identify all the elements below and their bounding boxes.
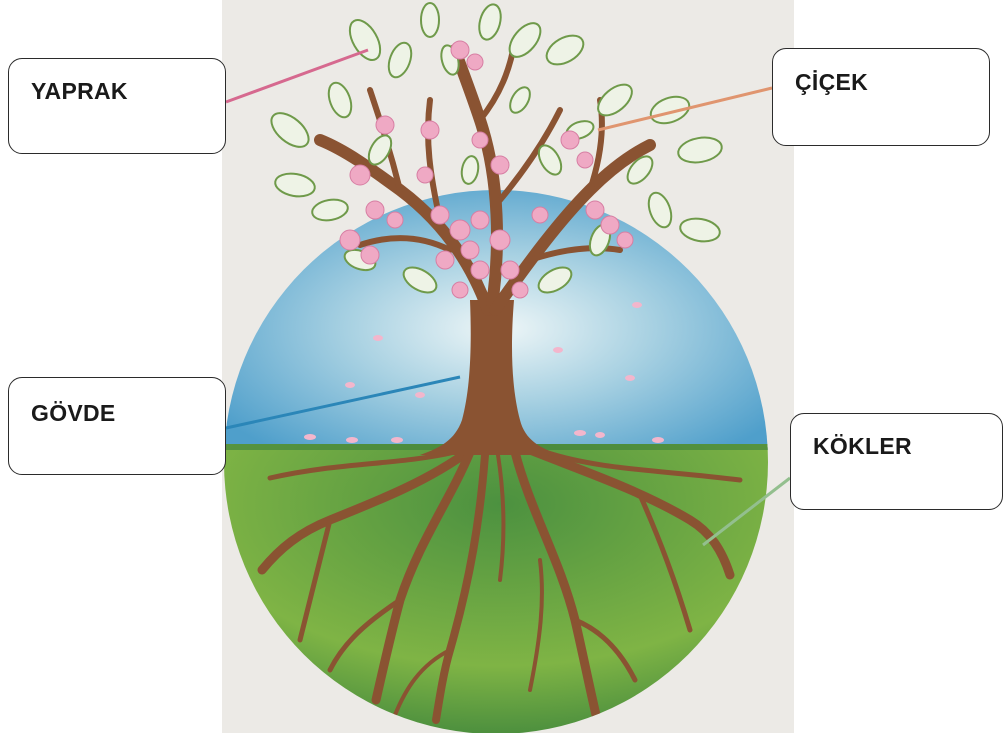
label-flower: ÇİÇEK [795,69,869,95]
falling-petals [304,302,664,443]
label-roots: KÖKLER [813,433,912,459]
label-box-flower: ÇİÇEK [772,48,990,146]
label-box-roots: KÖKLER [790,413,1003,510]
tree-trunk [420,300,560,455]
label-box-trunk: GÖVDE [8,377,226,475]
tree-roots [257,445,743,724]
label-box-leaf: YAPRAK [8,58,226,154]
leader-line-roots [702,476,791,547]
tree-blossoms [339,40,634,299]
leader-line-trunk [225,375,461,430]
label-trunk: GÖVDE [31,400,116,426]
label-leaf: YAPRAK [31,78,128,104]
leader-line-flower [597,86,773,132]
leader-line-leaf [225,48,369,104]
